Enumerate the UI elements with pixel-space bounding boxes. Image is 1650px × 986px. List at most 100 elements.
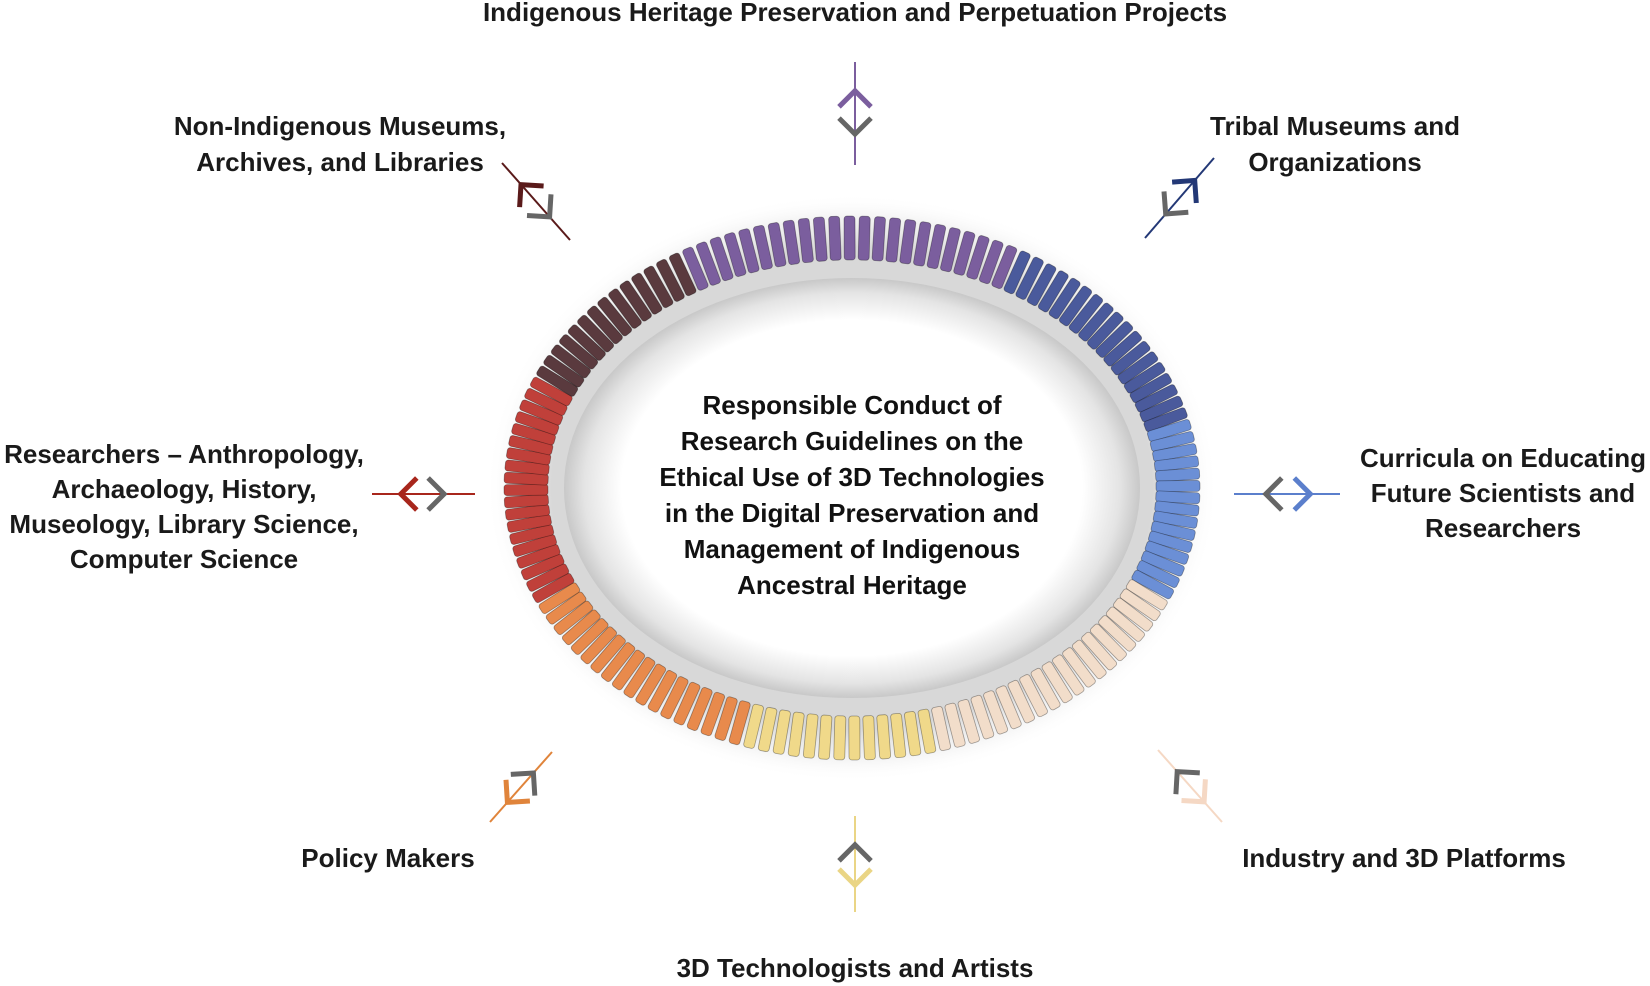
arrow-head: [1171, 177, 1199, 204]
ring-bead: [516, 543, 561, 569]
ring-bead: [669, 252, 697, 297]
ring-bead: [709, 236, 734, 282]
ring-bead: [913, 221, 932, 267]
ring-bead: [586, 305, 623, 345]
arrow-tribal-museums: [1144, 157, 1215, 239]
ring-bead: [1103, 330, 1143, 367]
arrow-head: [837, 87, 873, 109]
ring-bead: [1119, 588, 1161, 622]
ring-bead: [926, 223, 947, 270]
ring-bead: [520, 553, 565, 581]
arrow-head: [1262, 476, 1284, 512]
ring-bead: [885, 217, 902, 263]
arrow-head: [837, 867, 873, 889]
ring-bead: [543, 354, 585, 388]
center-title-line: Ethical Use of 3D Technologies: [659, 462, 1044, 492]
ring-bead: [512, 534, 557, 557]
center-title-line: Responsible Conduct of: [703, 390, 1002, 420]
label-line: Museology, Library Science,: [9, 509, 358, 539]
ring-bead: [509, 524, 555, 545]
ring-bead: [506, 447, 552, 466]
arrow-shaft: [1157, 749, 1223, 823]
ring-bead: [876, 714, 892, 760]
ring-bead: [787, 711, 805, 757]
ring-bead: [991, 245, 1018, 289]
ring-bead: [673, 681, 701, 726]
ring-bead: [802, 713, 819, 759]
ring-bead: [743, 703, 764, 749]
arrow-head: [1292, 476, 1314, 512]
ring-bead: [966, 235, 990, 280]
ring-bead: [828, 215, 842, 261]
arrow-head: [1173, 768, 1200, 795]
label-line: Indigenous Heritage Preservation and Per…: [483, 0, 1227, 27]
ring-bead: [1152, 443, 1198, 462]
center-title-line: in the Digital Preservation and: [665, 498, 1039, 528]
bead-ring: [503, 215, 1201, 761]
ring-bead: [1125, 579, 1168, 611]
ring-bead: [1154, 500, 1200, 517]
ring-bead: [957, 699, 980, 744]
ring-bead: [1095, 321, 1134, 358]
ring-bead: [818, 714, 833, 760]
arrows: [372, 62, 1340, 912]
ring-bead: [538, 582, 581, 614]
center-title: Responsible Conduct of Research Guidelin…: [659, 390, 1044, 600]
ring-bead: [1026, 263, 1057, 306]
ring-bead: [623, 656, 656, 699]
center-title-line: Research Guidelines on the: [681, 426, 1023, 456]
ring-bead: [1048, 277, 1081, 320]
arrow-head: [1181, 779, 1208, 805]
ring-bead: [1152, 510, 1198, 529]
ring-bead: [1155, 480, 1201, 493]
ring-bead: [524, 388, 568, 416]
label-tribal-museums: Tribal Museums and Organizations: [1210, 111, 1460, 177]
label-non-indigenous-museums: Non-Indigenous Museums, Archives, and Li…: [174, 111, 506, 177]
ring-bead: [608, 288, 642, 329]
ring-bead: [503, 471, 549, 486]
ring-bead: [1148, 530, 1193, 553]
ring-bead: [506, 514, 552, 533]
ring-bead: [647, 670, 678, 713]
ring-bead: [1113, 597, 1154, 632]
label-line: Computer Science: [70, 544, 298, 574]
ring-bead: [1140, 550, 1185, 577]
arrow-shaft: [1144, 157, 1215, 239]
label-line: Future Scientists and: [1371, 478, 1635, 508]
center-title-line: Ancestral Heritage: [737, 570, 967, 600]
ring-bead: [931, 706, 951, 751]
ring-bead: [611, 649, 646, 691]
ring-bead: [1131, 569, 1174, 600]
ring-bead: [600, 642, 636, 682]
ring-bead: [983, 690, 1009, 735]
arrow-shaft: [489, 751, 553, 823]
ring-bead: [782, 219, 801, 265]
arrow-head: [837, 841, 873, 863]
ring-bead: [550, 344, 591, 379]
arrow-head: [426, 476, 448, 512]
arrow-head: [1161, 191, 1189, 217]
ring-bead: [757, 706, 778, 753]
ring-bead: [508, 435, 554, 456]
arrow-head: [837, 116, 873, 138]
ring-bead: [1089, 623, 1127, 662]
ring-bead: [597, 296, 633, 337]
arrow-policy-makers: [489, 751, 553, 823]
ring-bead: [1110, 341, 1151, 376]
ring-bead: [953, 230, 976, 276]
ring-bead: [1015, 256, 1044, 300]
ring-bead: [797, 217, 814, 264]
ring-bead: [643, 265, 674, 309]
ring-bead: [714, 696, 738, 741]
ring-bead: [1139, 395, 1184, 423]
ring-bead: [567, 324, 606, 361]
ring-bead: [1129, 373, 1172, 403]
ring-bead: [871, 216, 886, 262]
ring-bead: [724, 232, 747, 277]
ring-bead: [1081, 631, 1118, 671]
ring-bead: [1007, 679, 1035, 724]
ring-bead: [530, 376, 573, 407]
ring-bead: [862, 715, 876, 761]
ring-bead: [686, 687, 713, 731]
ring-bead: [1003, 250, 1031, 295]
